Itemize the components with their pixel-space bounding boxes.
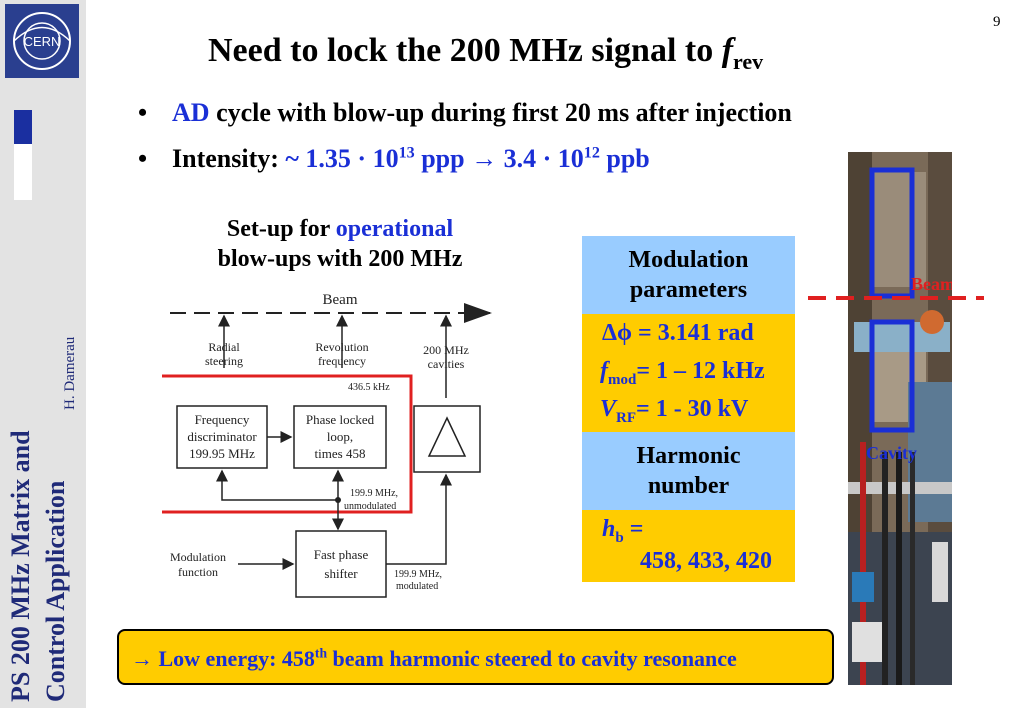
sidebar: CERN PS 200 MHz Matrix and Control Appli… [0,0,86,708]
svg-text:loop,: loop, [327,429,353,444]
logo-text: CERN [24,34,61,49]
svg-text:Modulation: Modulation [170,550,226,564]
harmonic-header-cell: Harmonic number [582,432,795,510]
phase-locked-loop-box [293,405,387,469]
svg-text:discriminator: discriminator [187,429,257,444]
beam-label: Beam [323,292,358,308]
callout-text: → Low energy: 458th beam harmonic steere… [131,645,737,671]
svg-text:function: function [178,565,218,579]
beam-dashed-line [808,296,984,300]
cavity-photo: Beam Cavity [848,152,952,685]
setup-caption: Set-up for operational blow-ups with 200… [217,216,463,272]
title-text: Need to lock the 200 MHz signal to [208,32,722,69]
pll-highlight-box [162,374,413,514]
setup-highlight: operational [335,216,454,242]
frequency-discriminator-box [176,405,268,469]
harmonic-values-cell: hb = 458, 433, 420 [582,510,795,582]
bullet-marker: • [138,144,148,173]
beam-photo-label: Beam [911,274,952,294]
intensity-value: ~ 1.35 · 1013 ppp → 3.4 · 1012 ppb [285,144,650,173]
svg-text:199.9 MHz,: 199.9 MHz, [394,569,442,580]
svg-text:Radial: Radial [208,340,240,354]
svg-text:199.9 MHz,: 199.9 MHz, [350,488,398,499]
fmod-value: fmod= 1 – 12 kHz [600,358,765,388]
svg-text:Revolution: Revolution [315,340,368,354]
svg-text:200 MHz: 200 MHz [423,343,469,357]
bullet-highlight: AD [172,98,210,127]
bullet-text: cycle with blow-up during first 20 ms af… [209,98,792,127]
title-subscript: rev [733,48,764,74]
svg-text:frequency: frequency [318,354,366,368]
title-variable: f [721,32,734,69]
svg-text:times 458: times 458 [315,446,366,461]
block-diagram: Beam Radial steering Revolution frequenc… [162,292,492,598]
svg-text:shifter: shifter [324,566,358,581]
amplifier-triangle-icon [427,416,467,457]
svg-text:steering: steering [205,354,243,368]
modulation-values-cell: Δϕ = 3.141 rad fmod= 1 – 12 kHz VRF= 1 -… [582,314,795,432]
svg-text:199.95 MHz: 199.95 MHz [189,446,255,461]
slide-title: Need to lock the 200 MHz signal to frev [208,32,763,75]
harmonic-label: hb = [602,516,644,546]
intensity-label: Intensity: [172,144,286,173]
bullet-marker: • [138,98,148,127]
cavity-photo-label: Cavity [866,443,917,463]
author-name: H. Damerau [62,336,78,410]
decor-bar-blue [14,110,32,144]
dphi-value: Δϕ = 3.141 rad [602,320,754,346]
harmonic-values: 458, 433, 420 [640,548,772,574]
amplifier-box [413,405,481,473]
parameter-table: Modulation parameters Δϕ = 3.141 rad fmo… [582,236,795,582]
svg-text:modulated: modulated [396,581,438,592]
sidebar-title-line2: Control Application [41,480,70,702]
cern-logo: CERN [5,4,79,78]
svg-text:cavities: cavities [428,357,465,371]
modulation-header-cell: Modulation parameters [582,236,795,314]
conclusion-callout: → Low energy: 458th beam harmonic steere… [117,629,834,685]
svg-text:436.5 kHz: 436.5 kHz [348,382,390,393]
vrf-value: VRF= 1 - 30 kV [600,396,749,426]
sidebar-title-line1: PS 200 MHz Matrix and [6,430,35,702]
svg-text:Frequency: Frequency [195,412,250,427]
fast-phase-shifter-box [295,530,387,598]
page-number: 9 [993,14,1001,30]
svg-text:Phase locked: Phase locked [306,412,375,427]
svg-text:unmodulated: unmodulated [344,501,396,512]
cavity-lower-outline [869,319,915,433]
decor-bar-white [14,144,32,200]
svg-text:Fast phase: Fast phase [314,547,369,562]
